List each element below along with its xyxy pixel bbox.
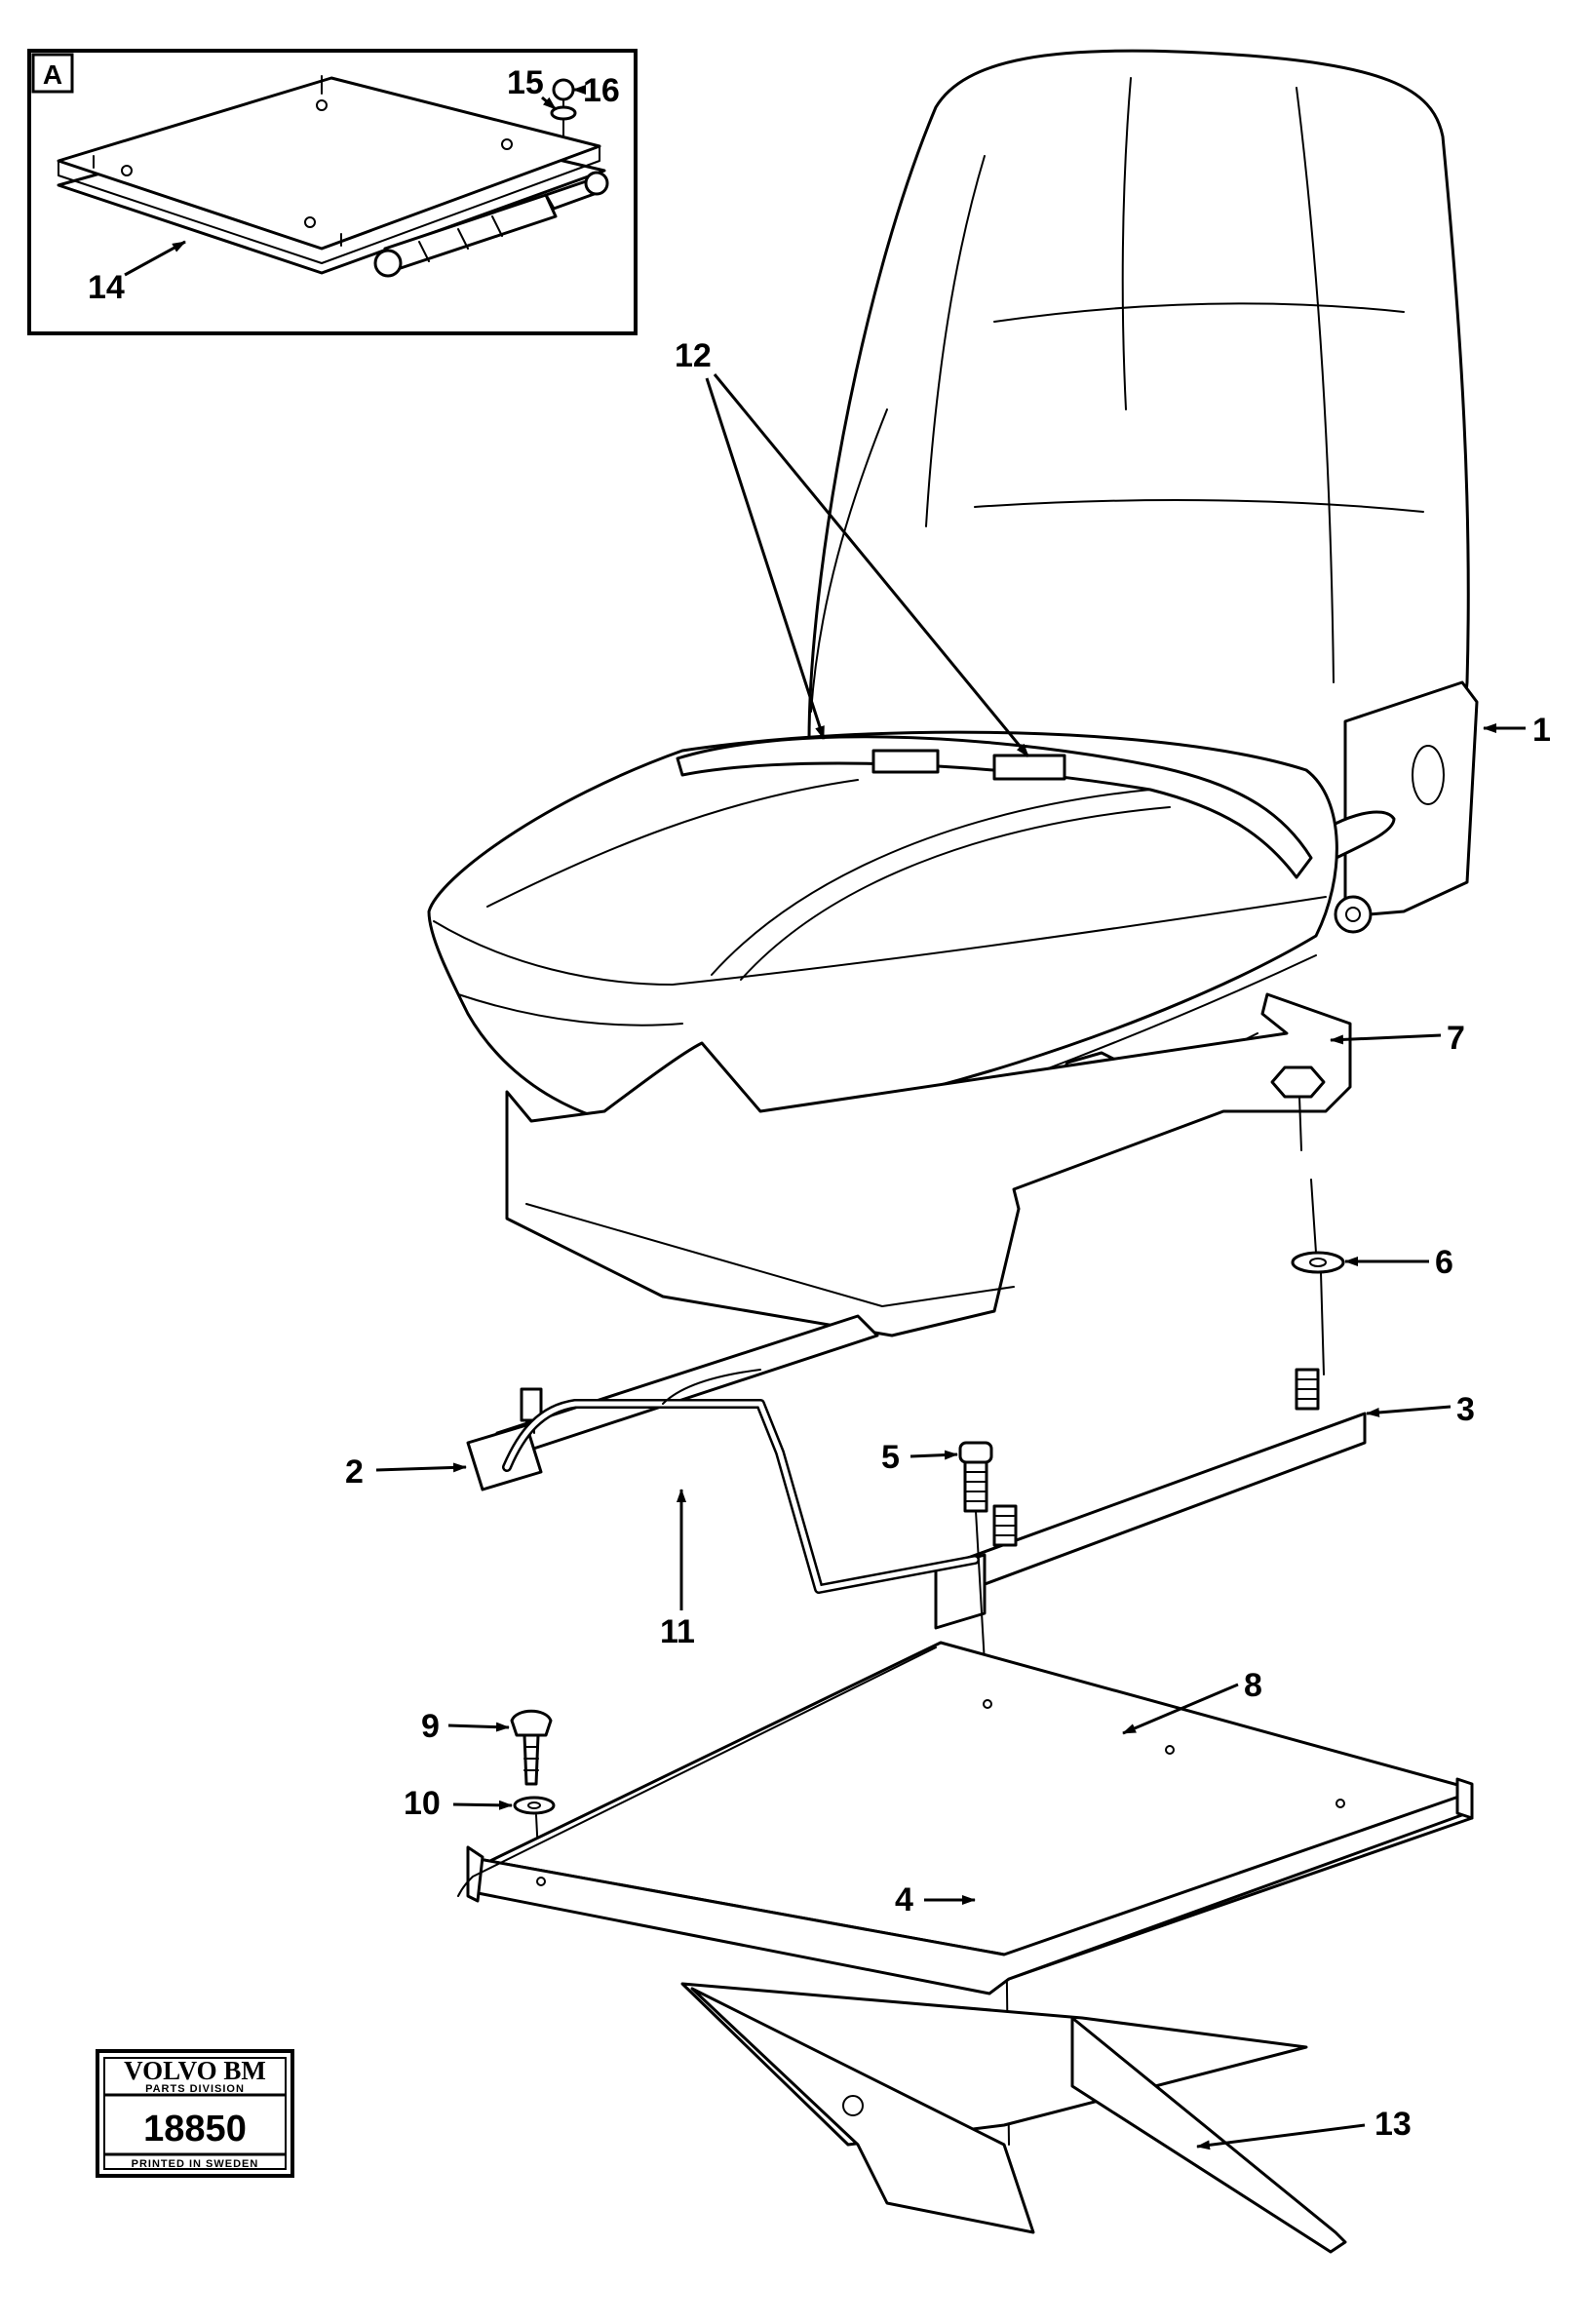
operator-seat (427, 49, 1479, 1337)
svg-text:2: 2 (345, 1453, 364, 1491)
svg-text:12: 12 (675, 337, 712, 374)
callout-11: 11 (660, 1489, 695, 1650)
stamp-brand: VOLVO BM (124, 2056, 266, 2085)
callout-9: 9 (421, 1708, 510, 1745)
svg-text:4: 4 (895, 1881, 913, 1918)
seat-rails (466, 1314, 1367, 1630)
inset-label-box (31, 53, 74, 94)
callout-3: 3 (1366, 1391, 1475, 1428)
callout-1: 1 (1483, 712, 1551, 749)
callout-12: 12 (675, 337, 1030, 757)
inset-a-frame: A (27, 49, 638, 335)
callout-10: 10 (404, 1785, 513, 1822)
svg-text:16: 16 (583, 72, 620, 109)
callout-7: 7 (1330, 1020, 1465, 1057)
callout-5: 5 (881, 1439, 958, 1476)
callout-6: 6 (1344, 1244, 1453, 1281)
svg-text:5: 5 (881, 1439, 900, 1476)
svg-text:14: 14 (88, 269, 125, 306)
stamp-printed: PRINTED IN SWEDEN (132, 2158, 259, 2170)
svg-text:10: 10 (404, 1785, 441, 1822)
svg-text:13: 13 (1374, 2106, 1412, 2143)
callout-15: 15 (507, 64, 557, 111)
callout-4: 4 (895, 1881, 976, 1918)
callout-13: 13 (1196, 2106, 1412, 2150)
svg-text:8: 8 (1244, 1667, 1262, 1704)
svg-text:11: 11 (660, 1613, 695, 1650)
inset-suspension-plate (57, 75, 609, 278)
callout-8: 8 (1122, 1667, 1262, 1735)
callout-16: 16 (572, 72, 620, 109)
svg-text:9: 9 (421, 1708, 440, 1745)
svg-text:7: 7 (1447, 1020, 1465, 1057)
inset-label: A (43, 59, 62, 90)
svg-text:15: 15 (507, 64, 544, 101)
svg-text:1: 1 (1532, 712, 1551, 749)
parts-division-stamp: VOLVO BM PARTS DIVISION 18850 PRINTED IN… (96, 2049, 294, 2178)
callout-14: 14 (88, 240, 186, 306)
svg-text:6: 6 (1435, 1244, 1453, 1281)
callout-2: 2 (345, 1453, 467, 1491)
console-tray (457, 1641, 1474, 2254)
stamp-number: 18850 (143, 2109, 247, 2150)
stamp-division: PARTS DIVISION (145, 2083, 245, 2095)
svg-text:3: 3 (1456, 1391, 1475, 1428)
